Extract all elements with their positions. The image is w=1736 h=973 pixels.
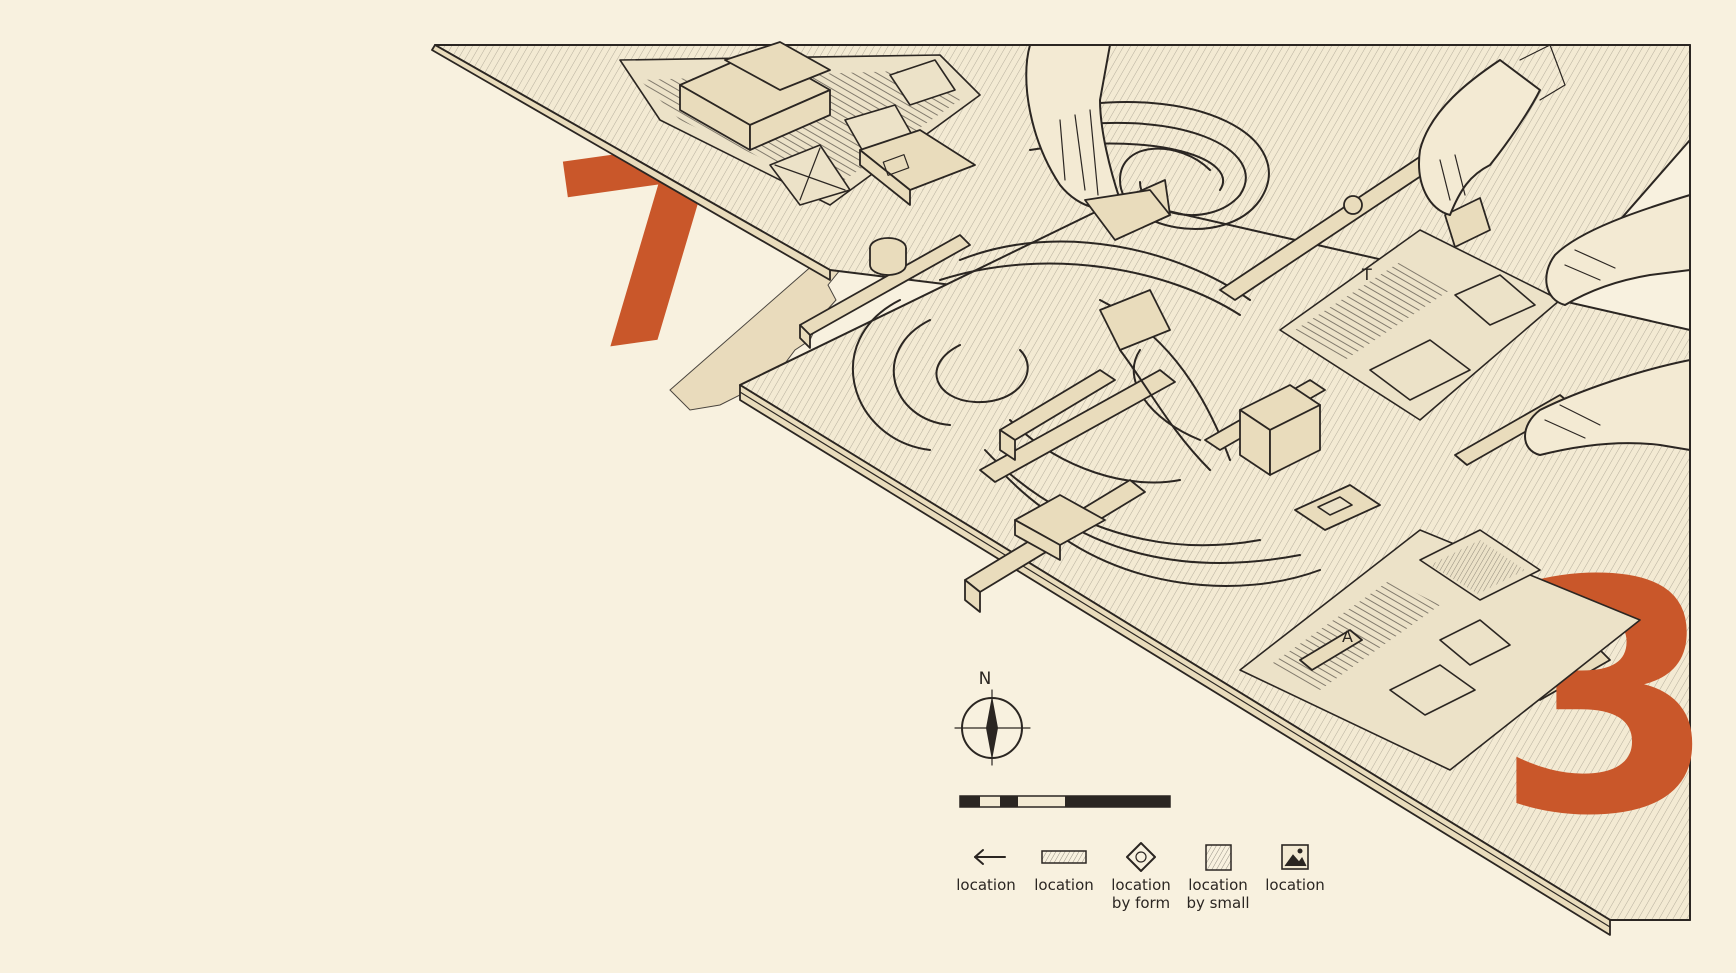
legend-label-4-sub: by small <box>1186 894 1249 912</box>
lower-right-page: A <box>1239 529 1641 771</box>
page-letter-a: A <box>1342 627 1353 646</box>
hand-top-center <box>1025 44 1171 241</box>
legend-label-4: location <box>1188 876 1248 894</box>
legend-bar-rectangle-icon <box>1041 850 1087 864</box>
hand-top-right <box>1418 44 1566 216</box>
legend-label-2: location <box>1034 876 1094 894</box>
legend-label-3: location <box>1111 876 1171 894</box>
center-tools <box>999 179 1491 531</box>
legend-hatched-square-icon <box>1205 844 1232 871</box>
legend-labels: location location location by form locat… <box>956 876 1325 912</box>
legend-diamond-gear-icon <box>1126 842 1156 872</box>
top-left-page <box>619 41 981 206</box>
curved-track-channels <box>851 101 1321 587</box>
torn-paper-scrap <box>669 249 841 411</box>
scale-bar <box>959 795 1171 808</box>
legend-label-1: location <box>956 876 1016 894</box>
compass-north-label: N <box>979 669 992 689</box>
hand-right-middle <box>1545 194 1691 306</box>
hand-right-lower <box>1524 359 1691 456</box>
legend-label-3-sub: by form <box>1112 894 1170 912</box>
legend-label-5: location <box>1265 876 1325 894</box>
compass-rose-icon: N <box>954 669 1031 766</box>
legend-image-frame-icon <box>1281 844 1309 870</box>
round-clamp-knobs <box>869 195 1363 561</box>
legend-arrow-left-icon <box>974 849 1006 865</box>
page-letter-t: T <box>1361 265 1372 284</box>
